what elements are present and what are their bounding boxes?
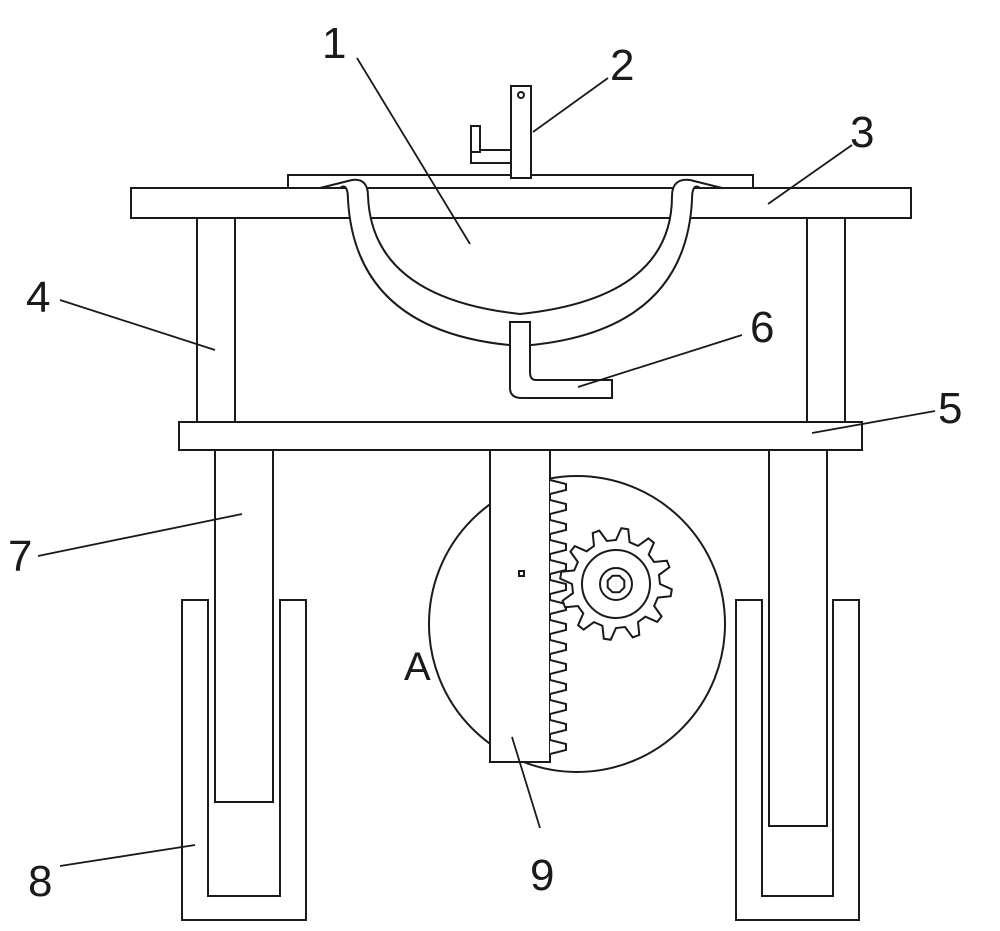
faucet-handle	[470, 149, 512, 164]
label-9: 9	[530, 851, 554, 900]
detail-circle	[428, 475, 726, 773]
top-plate	[130, 187, 912, 219]
label-5: 5	[938, 384, 962, 433]
label-7: 7	[8, 532, 32, 581]
leader-6	[577, 334, 743, 388]
label-6: 6	[750, 303, 774, 352]
label-1: 1	[322, 19, 346, 68]
right-inner-rod	[768, 449, 828, 827]
rack-tooth-profile	[549, 479, 567, 760]
label-3: 3	[850, 108, 874, 157]
label-2: 2	[610, 41, 634, 90]
right-sleeve	[735, 599, 860, 921]
right-upper-post	[806, 217, 846, 423]
faucet-handle-tab	[470, 125, 481, 153]
faucet-body	[510, 85, 532, 179]
rack-teeth	[549, 479, 567, 760]
leader-5	[811, 410, 936, 434]
rack-bar	[489, 449, 551, 763]
leader-3	[767, 144, 853, 205]
drain-pipe	[509, 321, 613, 399]
middle-plate	[178, 421, 863, 451]
faucet-pin	[517, 91, 525, 99]
leader-2	[532, 77, 609, 133]
leader-9	[511, 736, 541, 829]
gear	[559, 527, 673, 641]
left-upper-post	[196, 217, 236, 423]
basin	[319, 178, 723, 348]
gear-center	[606, 574, 626, 594]
leader-7	[37, 513, 243, 557]
label-detail-a: A	[404, 645, 431, 689]
rack-pin	[518, 570, 525, 577]
left-inner-rod	[214, 449, 274, 803]
leader-4	[59, 299, 216, 351]
label-8: 8	[28, 857, 52, 906]
leader-8	[59, 844, 196, 867]
label-4: 4	[26, 273, 50, 322]
leader-1	[356, 57, 471, 245]
left-sleeve	[181, 599, 307, 921]
